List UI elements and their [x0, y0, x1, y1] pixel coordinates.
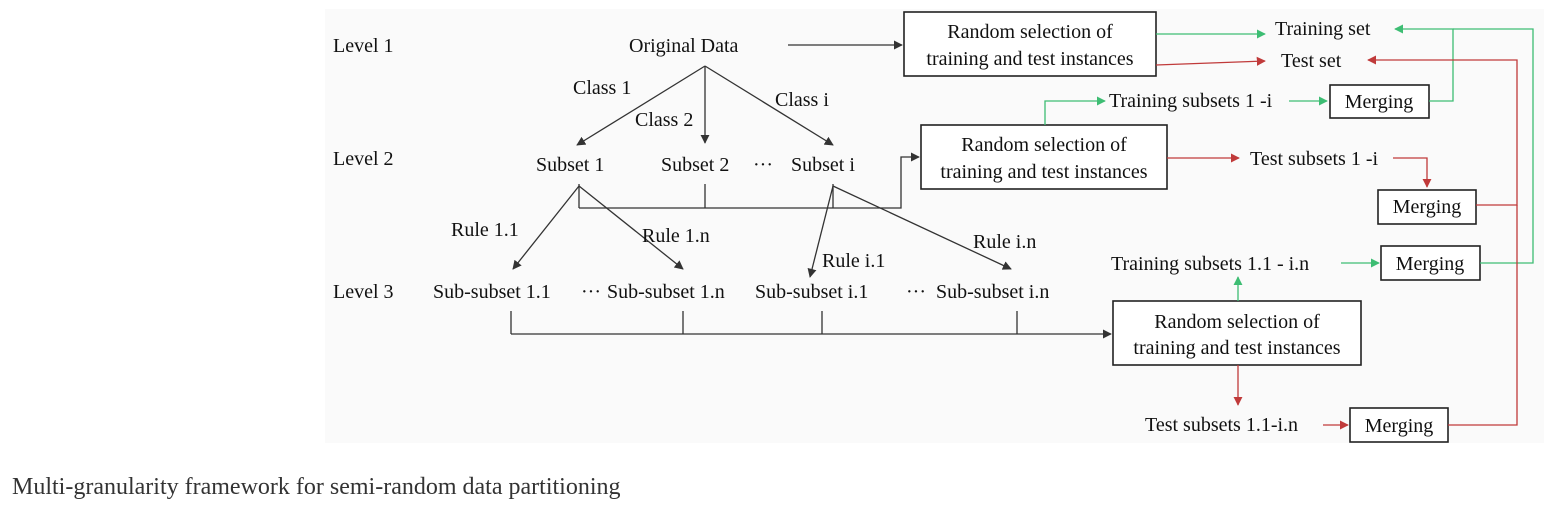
arrow-merge-training-2-to-training-set [1394, 24, 1454, 102]
class-i-label: Class i [775, 89, 829, 111]
edge-rule-i-n [832, 185, 1012, 270]
arrow-merge-test-3-to-test-set [1448, 205, 1518, 426]
subset-ellipsis: ··· [753, 154, 773, 176]
sub-subset-ellipsis-1: ··· [581, 281, 601, 303]
arrow-to-merge-test-2 [1393, 157, 1432, 188]
level-3-label: Level 3 [333, 281, 394, 303]
level-1-label: Level 1 [333, 35, 394, 57]
random-box-3-line-1: Random selection of [1154, 311, 1320, 333]
original-data-node: Original Data [629, 35, 739, 57]
edge-rule-1-1 [512, 185, 580, 270]
rule-i-n-label: Rule i.n [973, 231, 1036, 253]
random-box-2-line-1: Random selection of [961, 134, 1127, 156]
subset-2-node: Subset 2 [661, 154, 729, 176]
merging-label-test-3: Merging [1365, 415, 1434, 437]
merging-box-test-2: Merging [1377, 189, 1477, 225]
merging-box-training-3: Merging [1380, 245, 1481, 281]
merging-label-training-3: Merging [1396, 253, 1465, 275]
random-selection-box-3: Random selection of training and test in… [1112, 300, 1362, 366]
merging-box-test-3: Merging [1349, 407, 1449, 443]
sub-subset-1-1-node: Sub-subset 1.1 [433, 281, 551, 303]
random-box-1-line-1: Random selection of [947, 21, 1113, 43]
class-2-label: Class 2 [635, 109, 693, 131]
rule-i-1-label: Rule i.1 [822, 250, 885, 272]
diagram-canvas: Level 1 Level 2 Level 3 Original Data Cl… [333, 11, 1534, 443]
sub-subset-ellipsis-2: ··· [906, 281, 926, 303]
edge-class-1 [576, 65, 706, 146]
arrow-to-test-set [1155, 56, 1266, 66]
framework-diagram: Level 1 Level 2 Level 3 Original Data Cl… [325, 9, 1544, 443]
arrow-merge-training-3-to-training-set [1453, 28, 1534, 264]
edge-class-i [704, 65, 834, 146]
subset-1-node: Subset 1 [536, 154, 604, 176]
rule-1-n-label: Rule 1.n [642, 225, 710, 247]
random-box-3-line-2: training and test instances [1133, 337, 1340, 359]
figure-caption: Multi-granularity framework for semi-ran… [12, 474, 621, 500]
merging-label-test-2: Merging [1393, 196, 1462, 218]
test-subsets-2-label: Test subsets 1 -i [1250, 148, 1378, 170]
merging-label-training-2: Merging [1345, 91, 1414, 113]
subset-i-node: Subset i [791, 154, 855, 176]
test-subsets-3-label: Test subsets 1.1-i.n [1145, 414, 1298, 436]
arrow-to-training-subsets-2 [1044, 96, 1106, 125]
arrow-merge-test-2-to-test-set [1367, 55, 1518, 206]
training-subsets-2-label: Training subsets 1 -i [1109, 90, 1273, 112]
merging-box-training-2: Merging [1329, 84, 1430, 119]
random-selection-box-2: Random selection of training and test in… [920, 124, 1168, 190]
random-box-1-line-2: training and test instances [926, 48, 1133, 70]
level-2-label: Level 2 [333, 148, 394, 170]
sub-subset-i-1-node: Sub-subset i.1 [755, 281, 868, 303]
sub-subset-i-n-node: Sub-subset i.n [936, 281, 1049, 303]
sub-subset-1-n-node: Sub-subset 1.n [607, 281, 725, 303]
training-set-label: Training set [1275, 18, 1371, 40]
class-1-label: Class 1 [573, 77, 631, 99]
arrow-subsets-to-random2 [579, 152, 920, 209]
test-set-label: Test set [1281, 50, 1342, 72]
rule-1-1-label: Rule 1.1 [451, 219, 519, 241]
edge-rule-1-n [578, 185, 684, 270]
random-box-2-line-2: training and test instances [940, 161, 1147, 183]
training-subsets-3-label: Training subsets 1.1 - i.n [1111, 253, 1309, 275]
random-selection-box-1: Random selection of training and test in… [903, 11, 1157, 77]
edge-rule-i-1 [807, 185, 834, 278]
